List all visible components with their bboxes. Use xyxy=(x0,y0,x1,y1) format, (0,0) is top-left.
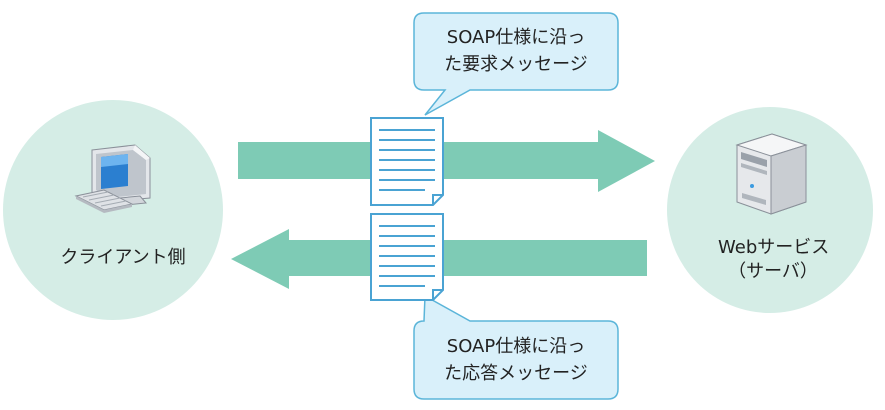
client-label: クライアント側 xyxy=(60,247,186,268)
request-bubble xyxy=(413,12,619,116)
request-document-icon xyxy=(370,117,444,206)
server-label-line2: （サーバ） xyxy=(728,261,818,282)
server-label: Webサービス （サーバ） xyxy=(718,236,830,284)
request-bubble-line2: た要求メッセージ xyxy=(444,54,588,75)
response-bubble-line2: た応答メッセージ xyxy=(444,363,588,384)
response-bubble xyxy=(413,294,619,400)
response-bubble-line1: SOAP仕様に沿っ xyxy=(446,336,586,357)
response-bubble-text: SOAP仕様に沿っ た応答メッセージ xyxy=(414,333,618,387)
request-bubble-line1: SOAP仕様に沿っ xyxy=(446,27,586,48)
request-bubble-text: SOAP仕様に沿っ た要求メッセージ xyxy=(414,24,618,78)
desktop-computer-icon xyxy=(74,144,151,213)
response-document-icon xyxy=(370,213,444,301)
server-label-line1: Webサービス xyxy=(718,237,830,258)
request-arrow xyxy=(238,130,655,192)
server-tower-icon xyxy=(735,133,808,215)
